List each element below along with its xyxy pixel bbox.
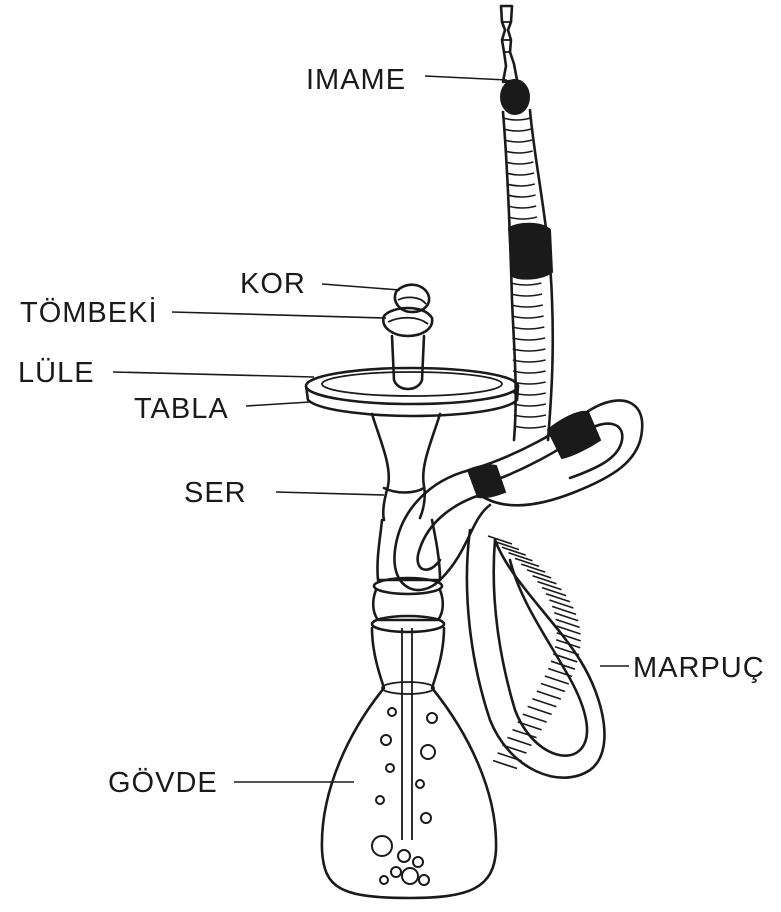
hose-rib xyxy=(512,338,545,340)
hose-rib xyxy=(505,151,533,153)
label-lule: LÜLE xyxy=(18,357,95,389)
hose-rib xyxy=(542,588,566,596)
water-bubble xyxy=(380,876,388,884)
hose-rib xyxy=(511,294,542,296)
leader-imame xyxy=(425,76,507,80)
hose-rib xyxy=(511,283,542,285)
hose-rib xyxy=(507,737,531,745)
leader-lule xyxy=(113,372,314,377)
hose-rib xyxy=(513,360,546,362)
hose-rib xyxy=(523,714,547,722)
water-bubble xyxy=(388,708,396,716)
water-bubble xyxy=(419,875,429,885)
labels: IMAME KOR TÖMBEKİ LÜLE TABLA SER MARPUÇ … xyxy=(18,64,765,799)
water-bubble xyxy=(421,745,435,759)
hose-rib xyxy=(514,404,546,406)
hose-rib xyxy=(514,426,546,428)
tabla-tray xyxy=(306,368,518,416)
hose-rib xyxy=(506,173,534,175)
hose-rib xyxy=(512,316,544,318)
hose-rib xyxy=(508,206,537,208)
hose-rib xyxy=(512,327,544,329)
leader-ser xyxy=(276,492,384,495)
hose-rib xyxy=(528,706,552,714)
hose-rib xyxy=(504,140,531,142)
label-ser: SER xyxy=(184,477,247,509)
hose-rib xyxy=(507,195,535,197)
hose-rib xyxy=(493,761,517,769)
leader-tombeki xyxy=(172,312,386,318)
label-tabla: TABLA xyxy=(134,393,229,425)
hose-rib xyxy=(537,691,561,699)
water-bubble xyxy=(421,813,431,823)
govde-base xyxy=(322,628,496,898)
water-bubble xyxy=(427,713,437,723)
hose-rib xyxy=(532,699,556,707)
lule-bowl xyxy=(383,285,432,389)
hose-upper-segment xyxy=(503,110,553,440)
water-bubble xyxy=(416,780,424,788)
label-tombeki: TÖMBEKİ xyxy=(20,296,158,329)
hose-rib xyxy=(507,184,535,186)
hose-rib xyxy=(513,371,546,373)
hose-rib xyxy=(503,118,530,120)
label-marpuc: MARPUÇ xyxy=(633,652,765,684)
leader-tabla xyxy=(246,402,310,406)
hose-rib xyxy=(498,753,522,761)
water-bubble xyxy=(386,764,394,772)
water-bubble xyxy=(413,857,423,867)
hose-rib xyxy=(508,217,537,219)
ser-neck xyxy=(372,414,444,632)
hose-rib xyxy=(511,305,542,307)
hose-rib xyxy=(527,570,551,578)
hose-rib xyxy=(555,647,579,655)
hose-rib xyxy=(545,676,569,684)
hose-rib xyxy=(504,129,531,131)
imame-mouthpiece xyxy=(501,6,529,114)
water-bubble xyxy=(376,796,384,804)
hose-rib xyxy=(506,162,534,164)
hose-rib xyxy=(538,582,562,590)
hose-rib xyxy=(514,415,546,417)
leader-kor xyxy=(322,284,400,290)
label-govde: GÖVDE xyxy=(108,767,218,799)
label-imame: IMAME xyxy=(306,64,406,96)
water-bubble xyxy=(381,735,391,745)
hose-rib xyxy=(557,633,581,641)
water-bubble xyxy=(398,850,410,862)
water-bubble xyxy=(391,867,401,877)
hose-rib xyxy=(541,683,565,691)
water-bubble xyxy=(402,868,418,884)
label-kor: KOR xyxy=(240,268,306,300)
hose-rib xyxy=(548,669,572,677)
water-bubble xyxy=(372,836,392,856)
hose-rib xyxy=(533,576,557,584)
hose-rib xyxy=(513,349,546,351)
